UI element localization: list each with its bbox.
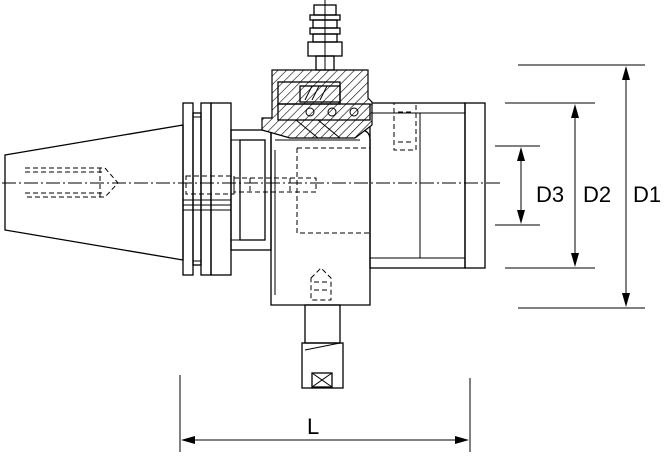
flange — [182, 102, 232, 276]
top-adjusting-knob — [307, 0, 343, 71]
dimension-lines — [179, 64, 645, 452]
neck — [230, 129, 272, 251]
dimension-label-d2: D2 — [583, 182, 611, 207]
taper-shank — [4, 124, 184, 261]
dimension-label-d3: D3 — [536, 182, 564, 207]
main-body — [270, 124, 371, 306]
dimension-label-d1: D1 — [633, 182, 661, 207]
top-cover-section — [261, 69, 373, 139]
bottom-adjusting-screw — [301, 304, 344, 389]
sliding-head — [369, 102, 486, 269]
dimension-label-l: L — [307, 414, 319, 439]
